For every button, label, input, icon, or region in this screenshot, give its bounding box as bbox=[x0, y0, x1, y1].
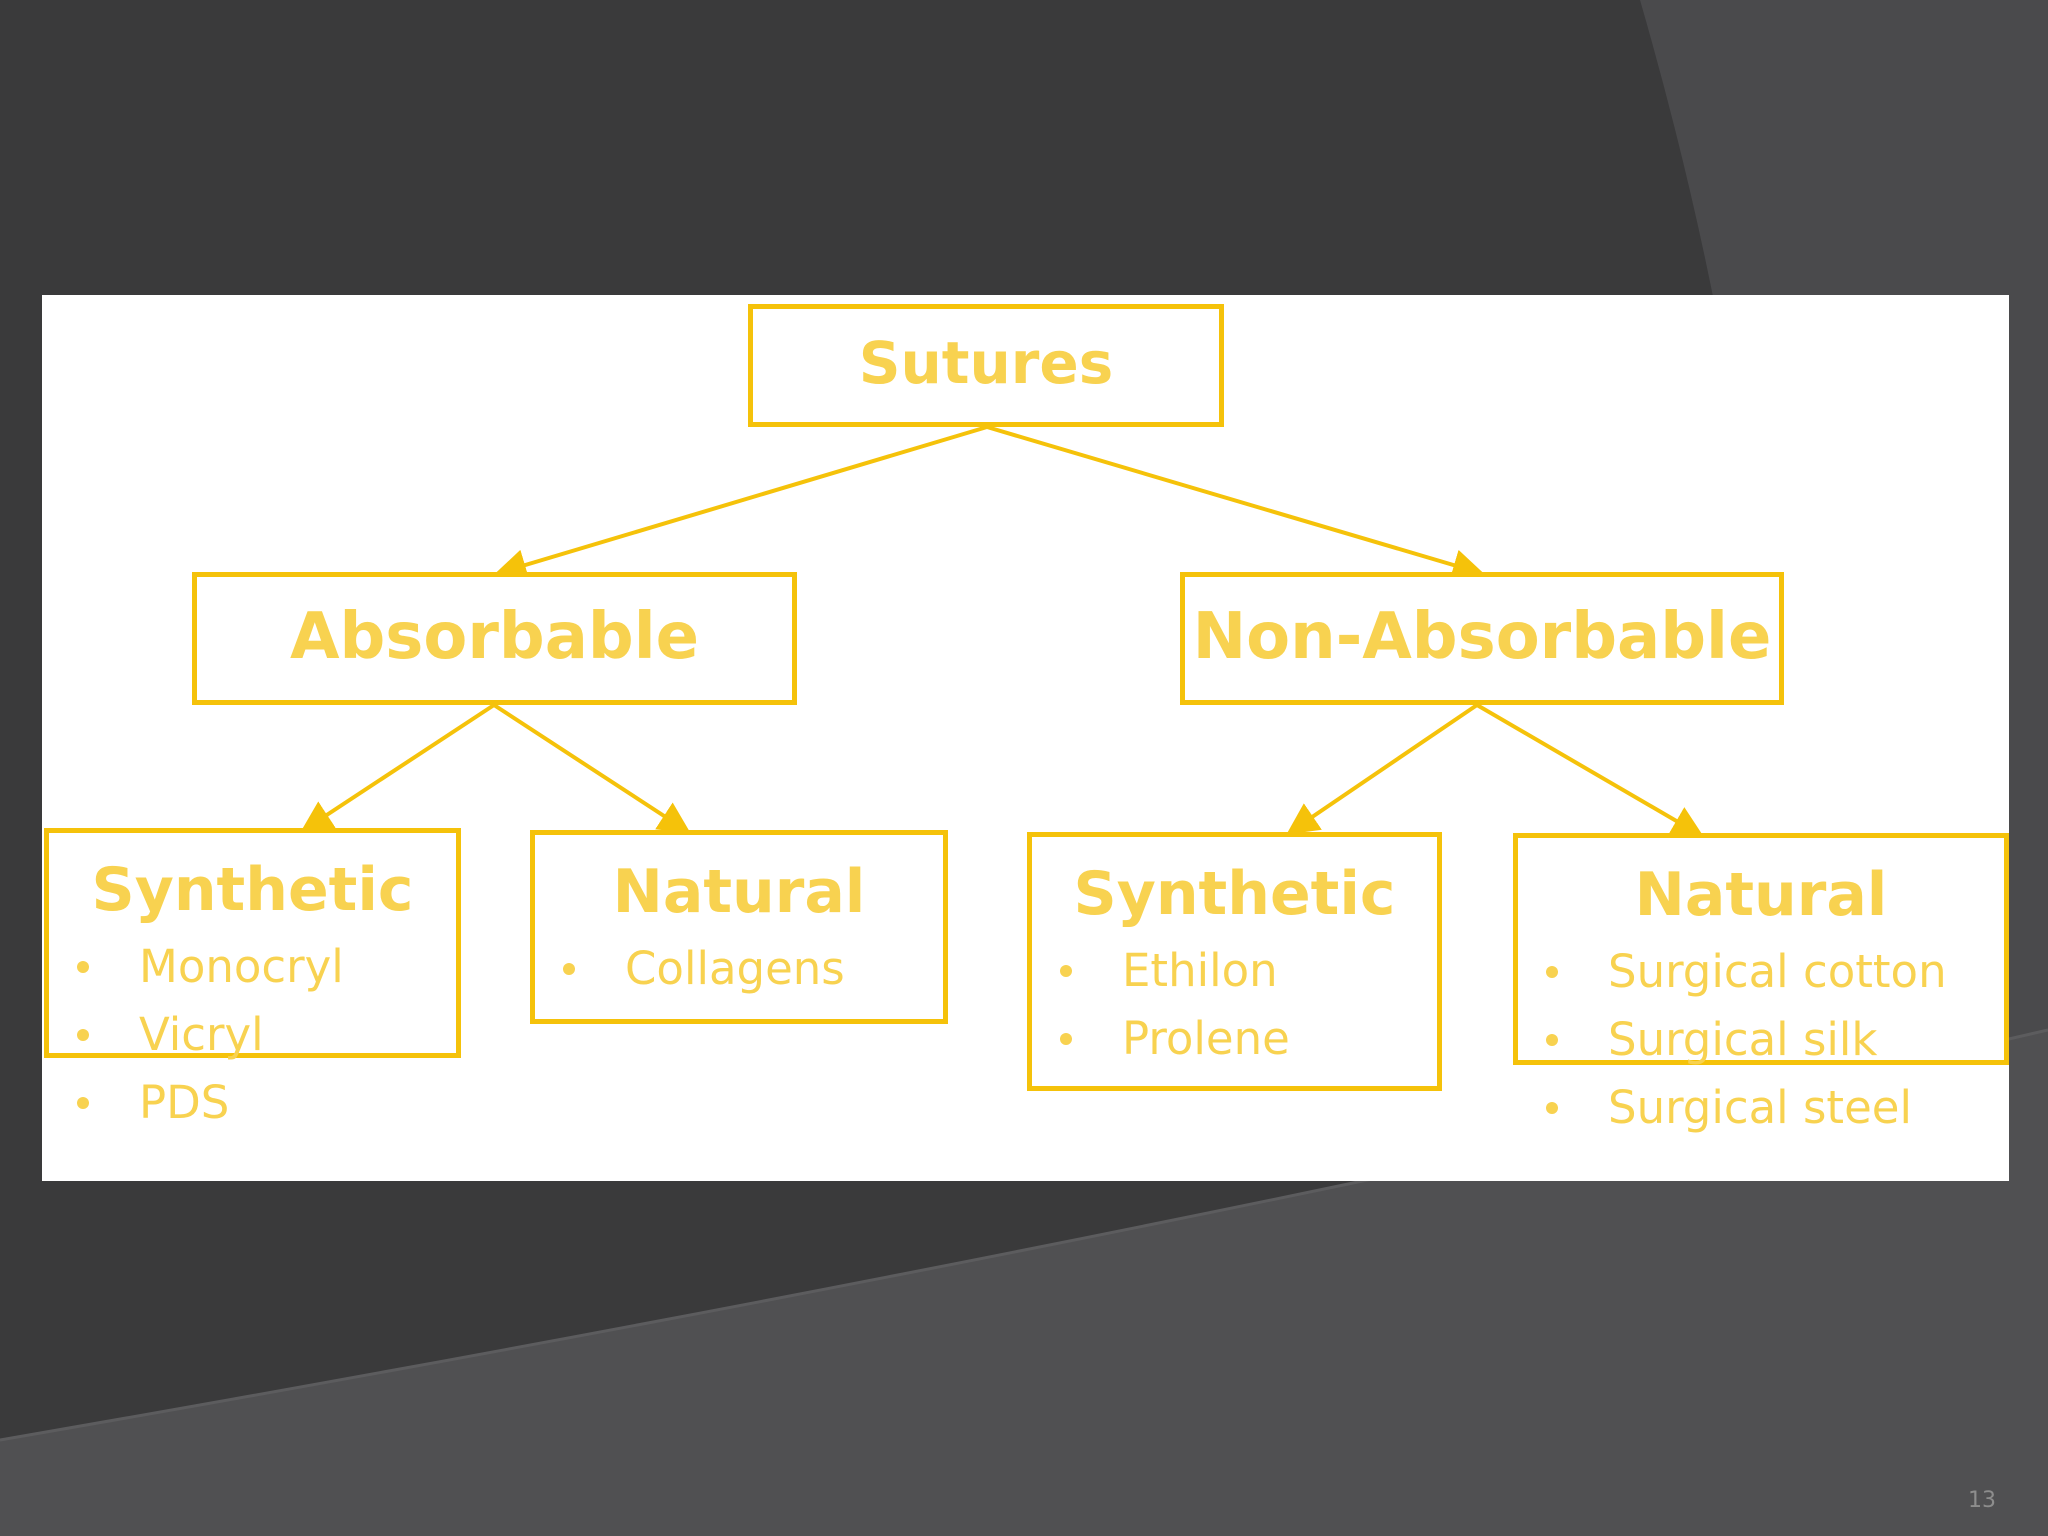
bullet-icon bbox=[77, 1097, 89, 1109]
bullet-icon bbox=[563, 963, 575, 975]
connector-arrows bbox=[300, 425, 1704, 838]
absorbable-natural-list: Collagens bbox=[535, 935, 943, 1003]
list-item-label: Ethilon bbox=[1122, 944, 1278, 997]
list-item: Monocryl bbox=[49, 933, 456, 1001]
list-item-label: Vicryl bbox=[139, 1008, 264, 1061]
box-sutures-title: Sutures bbox=[858, 329, 1114, 397]
list-item: PDS bbox=[49, 1069, 456, 1137]
list-item-label: PDS bbox=[139, 1076, 230, 1129]
list-item-label: Prolene bbox=[1122, 1012, 1290, 1065]
absorbable-synthetic-list: Monocryl Vicryl PDS bbox=[49, 933, 456, 1137]
box-non-absorbable-title: Non-Absorbable bbox=[1192, 600, 1772, 674]
bullet-icon bbox=[77, 961, 89, 973]
box-non-absorbable-natural-title: Natural bbox=[1634, 860, 1888, 930]
box-absorbable-title: Absorbable bbox=[289, 600, 700, 674]
box-non-absorbable-natural: Natural Surgical cotton Surgical silk Su… bbox=[1513, 833, 2009, 1134]
non-absorbable-synthetic-list: Ethilon Prolene bbox=[1032, 937, 1437, 1073]
list-item: Ethilon bbox=[1032, 937, 1437, 1005]
bullet-icon bbox=[77, 1029, 89, 1041]
box-absorbable-synthetic-title: Synthetic bbox=[91, 855, 414, 925]
bullet-icon bbox=[1060, 1033, 1072, 1045]
box-non-absorbable-synthetic: Synthetic Ethilon Prolene bbox=[1027, 832, 1442, 1091]
bullet-icon bbox=[1546, 1102, 1558, 1114]
box-absorbable: Absorbable bbox=[192, 572, 797, 705]
list-item-label: Monocryl bbox=[139, 940, 344, 993]
box-absorbable-natural-title: Natural bbox=[612, 857, 866, 927]
list-item-label: Surgical cotton bbox=[1608, 945, 1947, 998]
box-absorbable-synthetic: Synthetic Monocryl Vicryl PDS bbox=[44, 828, 461, 1129]
list-item-label: Collagens bbox=[625, 942, 845, 995]
box-absorbable-natural: Natural Collagens bbox=[530, 830, 948, 1024]
bullet-icon bbox=[1546, 966, 1558, 978]
list-item: Surgical cotton bbox=[1518, 938, 2004, 1006]
arrow-sutures-to-absorbable bbox=[494, 425, 988, 581]
list-item-label: Surgical steel bbox=[1608, 1081, 1912, 1134]
arrow-non-absorbable-to-natural bbox=[1475, 703, 1704, 838]
list-item: Surgical silk bbox=[1518, 1006, 2004, 1074]
arrow-absorbable-to-natural bbox=[492, 703, 691, 834]
list-item: Surgical steel bbox=[1518, 1074, 2004, 1142]
diagram-panel: Sutures Absorbable Non-Absorbable Synthe… bbox=[42, 295, 2009, 1181]
list-item: Vicryl bbox=[49, 1001, 456, 1069]
arrow-absorbable-to-synthetic bbox=[300, 703, 496, 833]
list-item-label: Surgical silk bbox=[1608, 1013, 1878, 1066]
box-sutures: Sutures bbox=[748, 304, 1224, 427]
list-item: Prolene bbox=[1032, 1005, 1437, 1073]
bullet-icon bbox=[1060, 965, 1072, 977]
box-non-absorbable-synthetic-title: Synthetic bbox=[1073, 859, 1396, 929]
box-non-absorbable: Non-Absorbable bbox=[1180, 572, 1784, 705]
bullet-icon bbox=[1546, 1034, 1558, 1046]
page-number: 13 bbox=[1968, 1488, 1996, 1513]
list-item: Collagens bbox=[535, 935, 943, 1003]
arrow-non-absorbable-to-synthetic bbox=[1286, 703, 1479, 835]
non-absorbable-natural-list: Surgical cotton Surgical silk Surgical s… bbox=[1518, 938, 2004, 1142]
arrow-sutures-to-non-absorbable bbox=[986, 425, 1485, 581]
